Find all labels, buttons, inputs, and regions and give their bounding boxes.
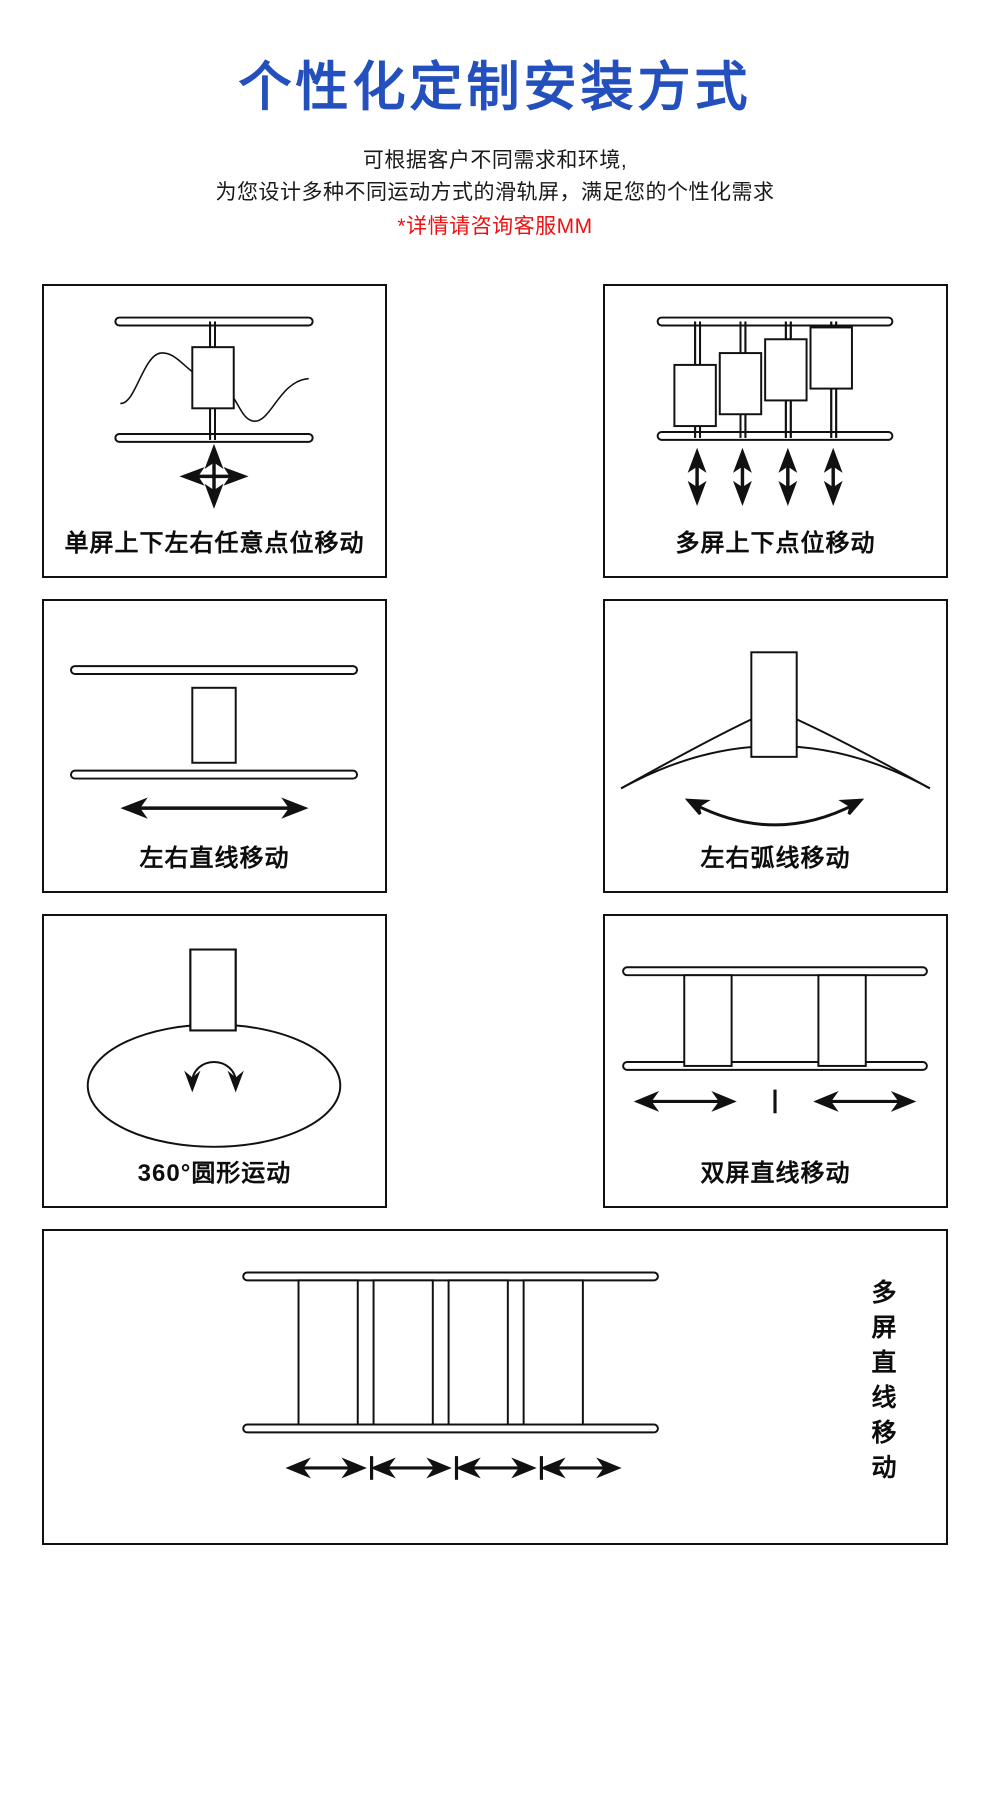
four-up-down-arrows-icon [687,447,843,506]
rail-top [69,665,359,675]
diagram-single-screen-free-move [114,316,314,509]
screen-box-1 [297,1279,359,1426]
rail-top [242,1271,659,1282]
diagram-row-1: 单屏上下左右任意点位移动 [42,284,948,578]
diagram-grid: 单屏上下左右任意点位移动 [42,284,948,1566]
rail-top [656,316,894,327]
panel-multi-screen-linear-move: 多屏直线移动 [42,1229,948,1545]
panel-label: 单屏上下左右任意点位移动 [64,530,365,557]
screen-box-1 [673,363,717,428]
diagram-horizontal-linear-move [69,665,359,819]
screen-box-2 [372,1279,434,1426]
diagram-multi-screen-linear-move [242,1271,659,1480]
ellipse-track [86,1023,342,1148]
screen-box [750,651,798,758]
screen-box-4 [809,326,853,390]
subtitle-line-1: 可根据客户不同需求和环境, [362,148,628,172]
diagram-multi-screen-vertical-move [656,316,894,506]
panel-horizontal-linear-move: 左右直线移动 [42,599,387,893]
curved-double-arrow-icon [684,798,865,827]
panel-label: 左右弧线移动 [700,845,851,872]
panel-label: 360°圆形运动 [137,1160,292,1187]
panel-dual-screen-linear-move: 双屏直线移动 [603,914,948,1208]
circular-rotation-arrow-icon [184,1061,244,1093]
screen-box-2 [817,974,867,1067]
four-way-cross-arrow-icon [179,443,249,509]
panel-circular-move: 360°圆形运动 [42,914,387,1208]
rail-bottom [656,431,894,441]
header: 个性化定制安装方式 可根据客户不同需求和环境, 为您设计多种不同运动方式的滑轨屏… [0,0,990,243]
panel-single-screen-free-move: 单屏上下左右任意点位移动 [42,284,387,578]
panel-arc-move: 左右弧线移动 [603,599,948,893]
diagram-row-4: 多屏直线移动 [42,1229,948,1545]
subtitle-line-2: 为您设计多种不同运动方式的滑轨屏，满足您的个性化需求 [215,180,775,204]
panel-label: 双屏直线移动 [700,1160,851,1187]
diagram-row-3: 360°圆形运动 [42,914,948,1208]
rail-bottom [242,1423,659,1434]
panel-label: 左右直线移动 [139,845,290,872]
panel-multi-screen-vertical-move: 多屏上下点位移动 [603,284,948,578]
rail-bottom [69,769,359,780]
dual-arrows-icon [633,1089,917,1114]
diagram-dual-screen-linear-move [622,966,928,1114]
horizontal-double-arrow-icon [120,797,309,819]
panel-label: 多屏上下点位移动 [675,530,876,557]
screen-box-3 [764,338,808,402]
screen-box [191,346,235,410]
screen-box-3 [447,1279,509,1426]
diagram-arc-move [620,651,931,827]
screen-box-1 [683,974,733,1067]
screen-box [191,686,237,764]
subtitle-note: *详情请咨询客服MM [397,214,593,238]
rail-top [622,966,928,977]
multi-arrows-icon [285,1456,622,1480]
subtitle-block: 可根据客户不同需求和环境, 为您设计多种不同运动方式的滑轨屏，满足您的个性化需求… [0,145,990,243]
diagram-circular-move [86,948,342,1148]
panel-label-vertical: 多屏直线移动 [868,1279,896,1489]
page-title: 个性化定制安装方式 [238,58,752,117]
screen-box-4 [522,1279,584,1426]
diagram-row-2: 左右直线移动 [42,599,948,893]
rail-bottom [622,1061,928,1071]
screen-box-2 [718,352,763,416]
